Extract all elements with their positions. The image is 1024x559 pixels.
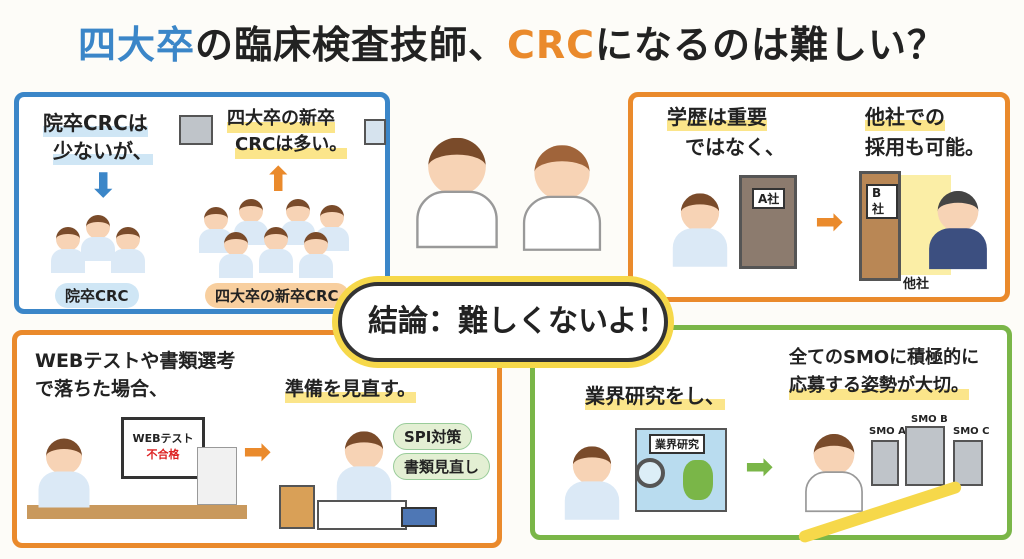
door-b: B社 <box>859 171 901 281</box>
label-other-company: 他社 <box>903 277 930 292</box>
person-icon <box>81 215 115 261</box>
male-technician-icon <box>416 137 498 249</box>
arrow-right-icon: ➡ <box>243 432 272 472</box>
book-stack <box>279 485 315 529</box>
school-building-icon <box>179 115 213 145</box>
smo-label: SMO A <box>869 426 906 437</box>
studying-person-icon <box>336 431 392 505</box>
bubble-documents: 書類見直し <box>393 453 491 480</box>
bubble-spi: SPI対策 <box>393 423 473 450</box>
caption: 四大卒の新卒 <box>227 105 335 133</box>
caption: 少ないが、 <box>53 137 153 165</box>
arrow-up-icon: ⬆ <box>264 160 293 200</box>
label-graduate-crc: 院卒CRC <box>55 283 139 308</box>
female-technician-icon <box>522 145 602 251</box>
caption: で落ちた場合、 <box>35 378 169 400</box>
title-part: CRC <box>506 23 596 67</box>
caption: 採用も可能。 <box>865 135 985 159</box>
caption: 学歴は重要 <box>667 103 767 131</box>
caption: 他社での <box>865 103 945 131</box>
researcher-icon <box>564 446 620 520</box>
school-building-icon <box>364 119 386 145</box>
title-part: 四大卒 <box>77 23 195 67</box>
map-label: 業界研究 <box>649 434 705 454</box>
open-book <box>317 500 407 530</box>
door-a: A社 <box>739 175 797 269</box>
smo-label: SMO B <box>911 414 948 425</box>
world-map: 業界研究 <box>635 428 727 512</box>
person-icon <box>259 227 293 273</box>
smo-building <box>871 440 899 486</box>
caption: 全てのSMOに積極的に <box>789 347 980 368</box>
desk <box>27 505 247 519</box>
title-part: の臨床検査技師、 <box>194 23 507 67</box>
notebook <box>401 507 437 527</box>
caption: 院卒CRCは <box>43 109 148 137</box>
monitor-text: WEBテスト <box>132 432 194 445</box>
smo-building <box>953 440 983 486</box>
smo-label: SMO C <box>953 426 990 437</box>
person-icon <box>51 227 85 273</box>
running-person-icon <box>805 433 863 513</box>
monitor: WEBテスト 不合格 <box>121 417 205 479</box>
caption: CRCは多い。 <box>235 131 348 159</box>
caption: 応募する姿勢が大切。 <box>789 372 969 400</box>
document-stack <box>197 447 237 505</box>
arrow-right-icon: ➡ <box>815 202 844 242</box>
smo-building <box>905 426 945 486</box>
caption: WEBテストや書類選考 <box>35 350 236 372</box>
person-icon <box>219 232 253 278</box>
continent <box>683 460 713 500</box>
panel-preparation: WEBテストや書類選考 で落ちた場合、 準備を見直す。 WEBテスト 不合格 ➡… <box>12 330 502 548</box>
panel-graduate-crc: 院卒CRCは 少ないが、 四大卒の新卒 CRCは多い。 ⬇ ⬆ 院卒CRC 四大… <box>14 92 390 314</box>
frustrated-person-icon <box>38 438 90 508</box>
caption: 業界研究をし、 <box>585 382 725 410</box>
arrow-right-icon: ➡ <box>745 447 774 487</box>
door-sign: A社 <box>752 188 786 209</box>
caption: 準備を見直す。 <box>285 375 417 403</box>
panel-career: 学歴は重要 ではなく、 他社での 採用も可能。 A社 ➡ B社 他社 <box>628 92 1010 302</box>
page-title: 四大卒の臨床検査技師、CRCになるのは難しい？ <box>0 14 1024 69</box>
businessman-icon <box>929 190 987 270</box>
label-new-grad-crc: 四大卒の新卒CRC <box>205 283 349 308</box>
worried-person-icon <box>672 193 728 267</box>
monitor-fail-text: 不合格 <box>146 448 180 461</box>
arrow-down-icon: ⬇ <box>89 166 118 206</box>
person-icon <box>299 232 333 278</box>
caption: ではなく、 <box>685 135 785 159</box>
title-part: になるのは難しい？ <box>595 23 947 67</box>
door-sign: B社 <box>866 184 898 219</box>
conclusion-text: 結論：難しくないよ！ <box>368 304 668 339</box>
person-icon <box>111 227 145 273</box>
conclusion-burst: 結論：難しくないよ！ <box>338 282 668 362</box>
magnifier-icon <box>635 458 665 488</box>
